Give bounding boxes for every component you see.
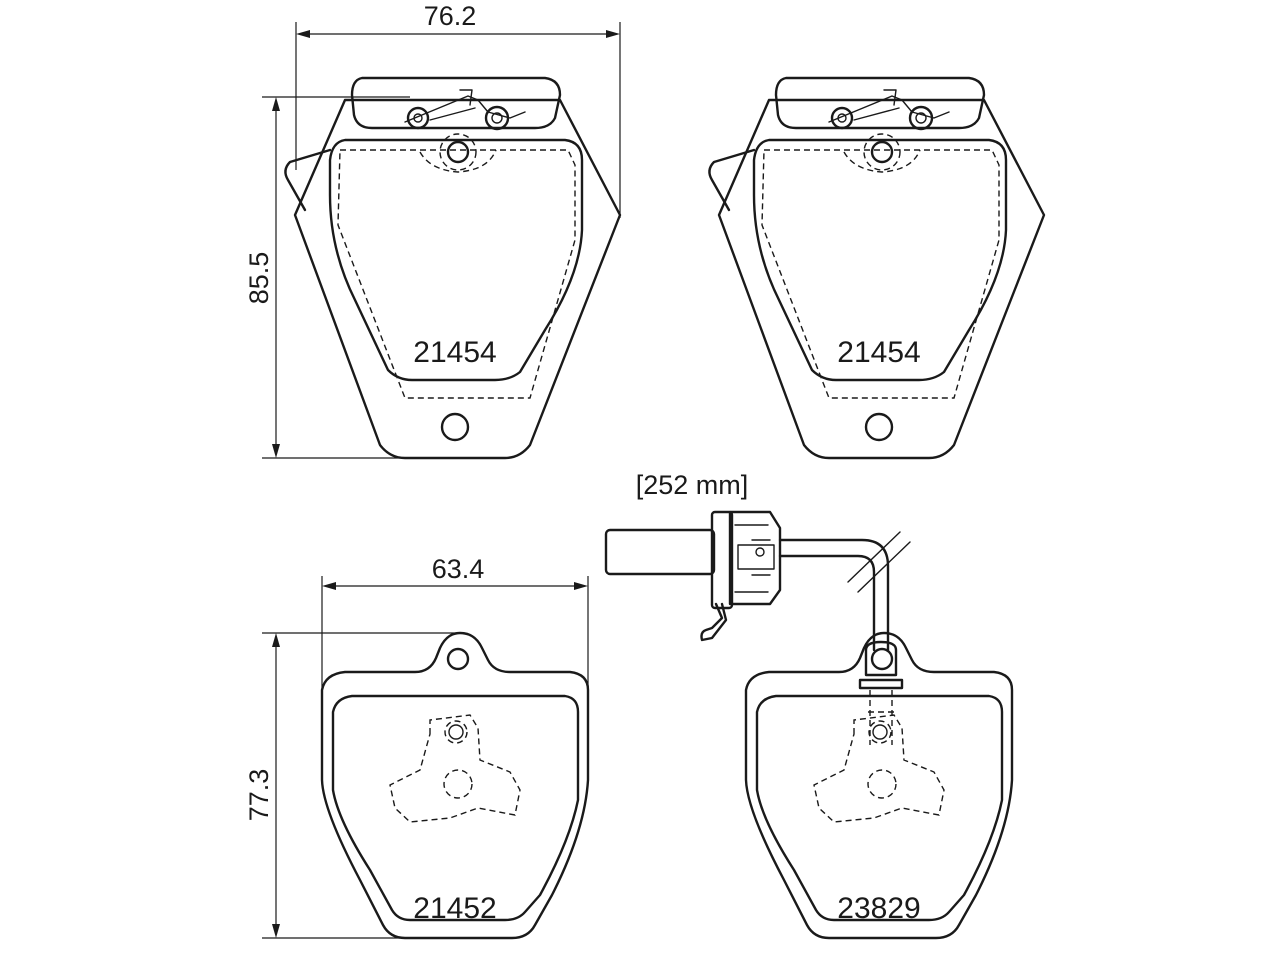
pad-bottom-right: 23829 [744, 631, 1014, 940]
sensor-cable-length-label: [252 mm] [636, 470, 749, 500]
pad-bottom-left: 21452 [320, 631, 590, 940]
dimension-height-top-label: 85.5 [244, 252, 274, 305]
dimension-width-top-label: 76.2 [424, 1, 477, 31]
dimension-height-bottom: 77.3 [244, 632, 456, 939]
wear-sensor-cable: [252 mm] [604, 470, 911, 745]
dimension-width-top: 76.2 [295, 1, 621, 218]
part-number-top-right: 21454 [837, 336, 920, 369]
part-number-bottom-right: 23829 [837, 892, 920, 925]
dimension-height-bottom-label: 77.3 [244, 769, 274, 822]
part-number-top-left: 21454 [413, 336, 496, 369]
part-number-bottom-left: 21452 [413, 892, 496, 925]
dimension-height-top: 85.5 [244, 96, 410, 459]
pad-top-left: 21454 [284, 76, 622, 460]
dimension-width-bottom: 63.4 [321, 554, 589, 690]
dimension-width-bottom-label: 63.4 [432, 554, 485, 584]
pad-top-right: 21454 [708, 76, 1046, 460]
